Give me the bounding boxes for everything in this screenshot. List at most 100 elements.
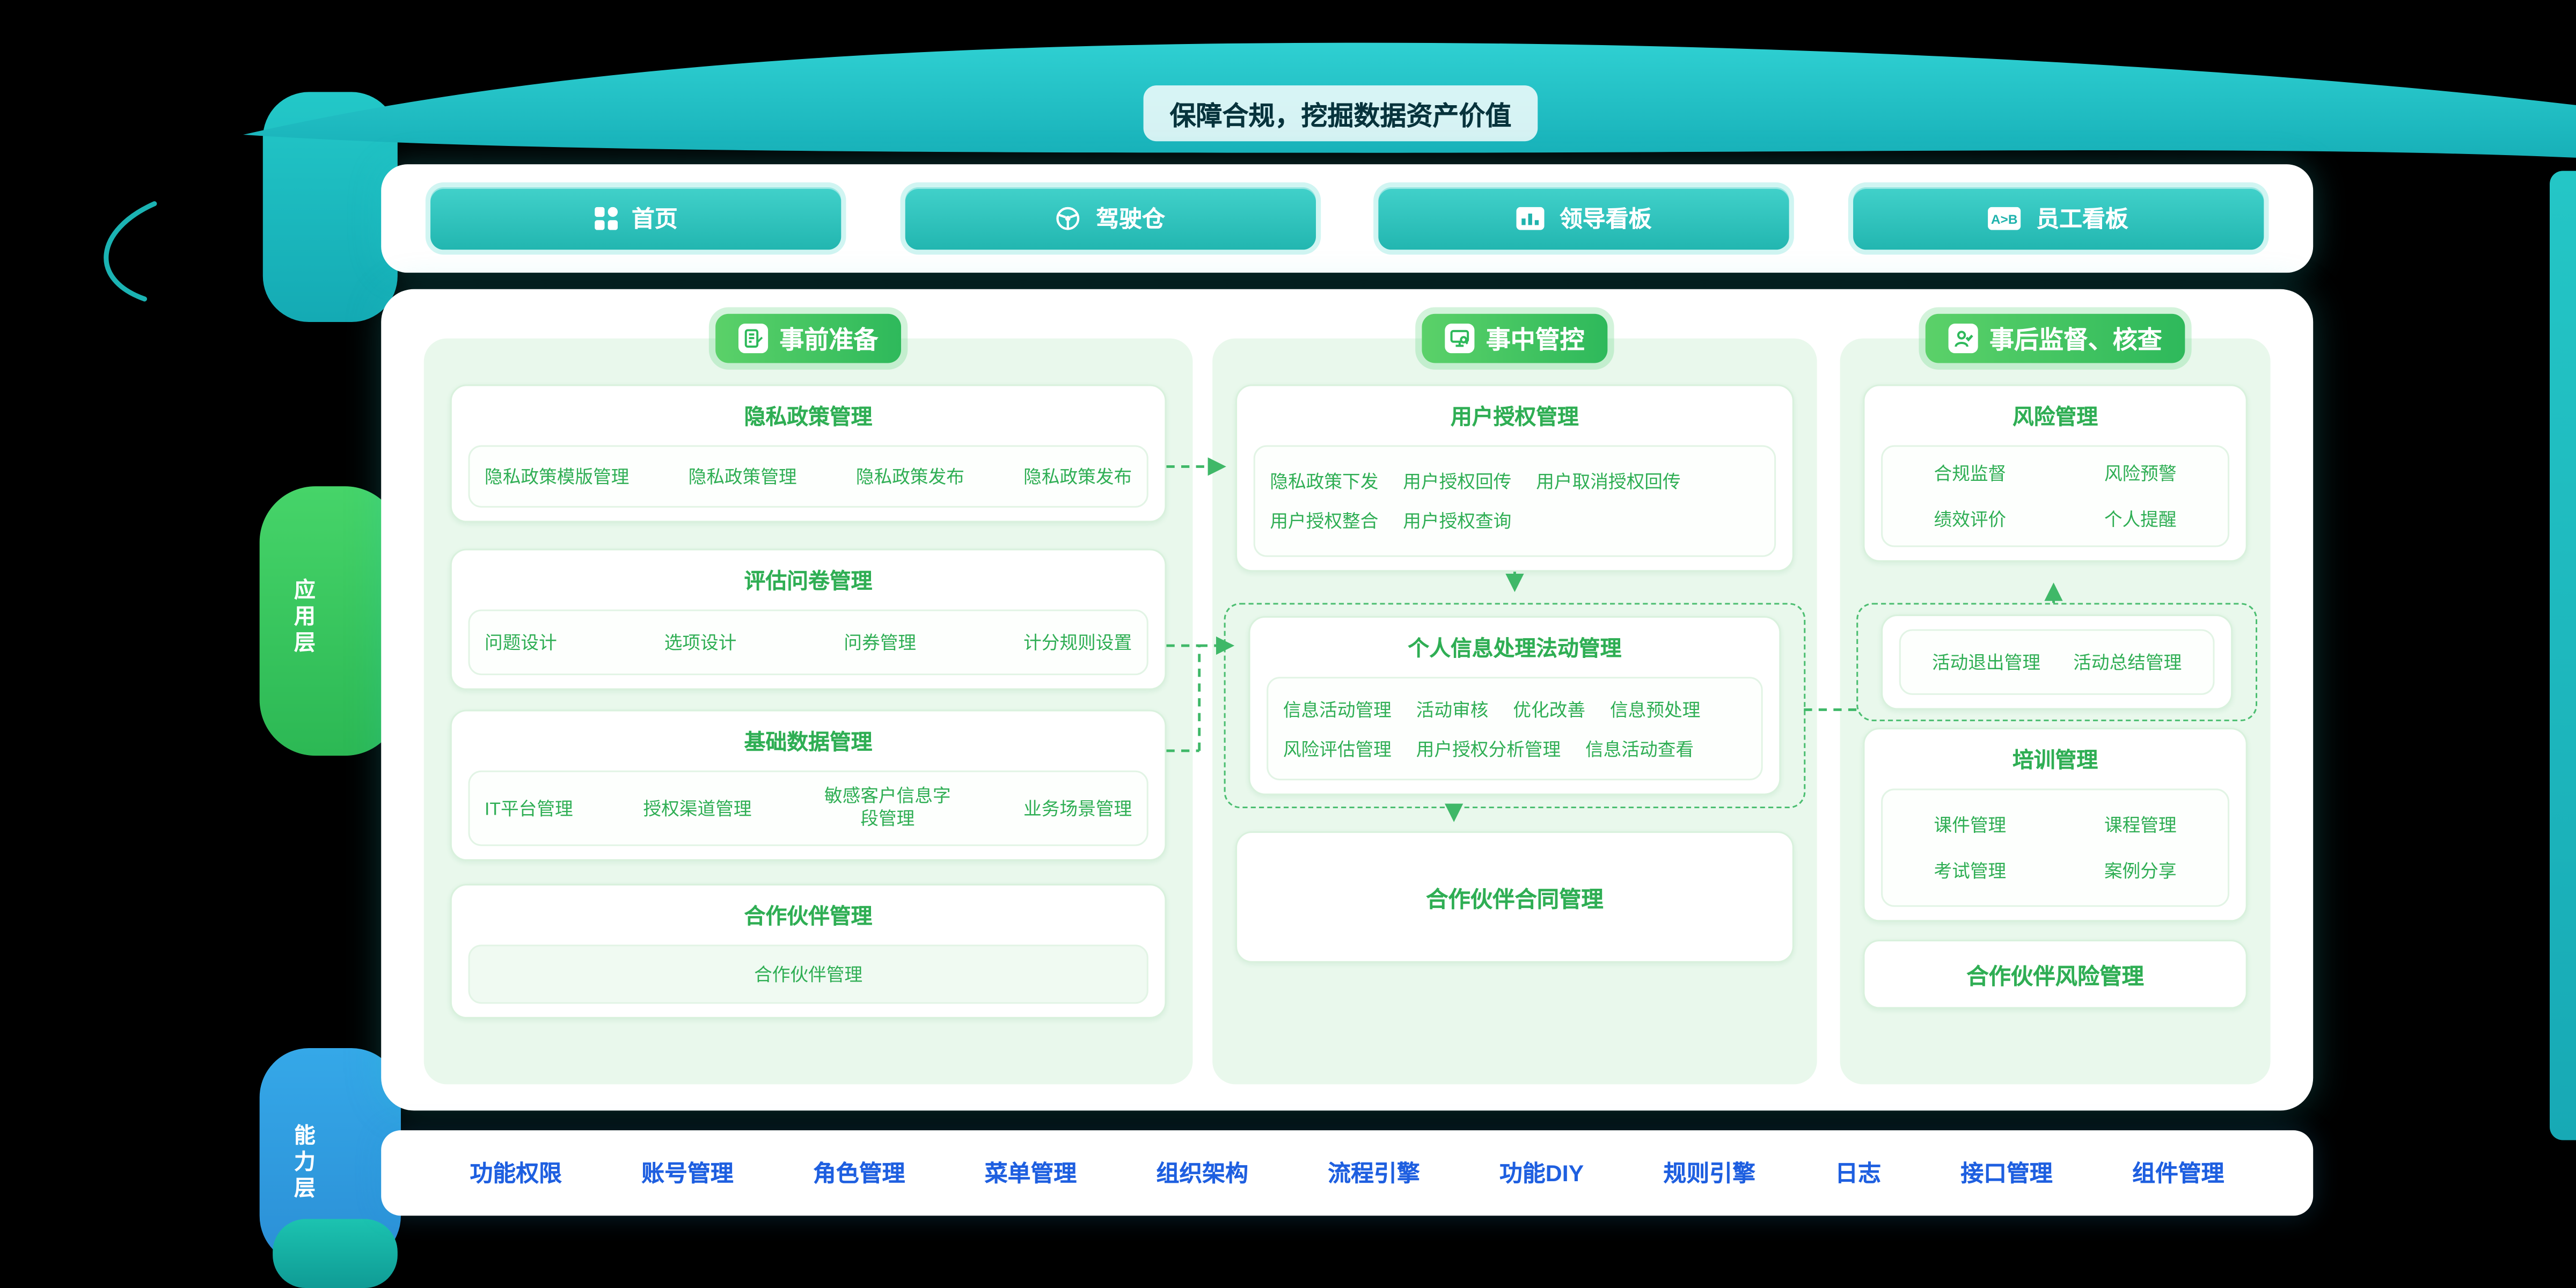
feature-item: 信息活动查看 bbox=[1585, 740, 1694, 760]
feature-item: 选项设计 bbox=[664, 634, 737, 654]
nav-button-label: 员工看板 bbox=[2036, 205, 2128, 232]
card-title: 隐私政策管理 bbox=[744, 404, 873, 429]
card-title: 合作伙伴风险管理 bbox=[1966, 964, 2144, 989]
nav-button-label: 驾驶仓 bbox=[1096, 205, 1165, 232]
nav-button-label: 首页 bbox=[632, 205, 678, 232]
feature-item: 计分规则设置 bbox=[1023, 634, 1132, 654]
feature-item: 个人提醒 bbox=[2104, 511, 2177, 531]
banner-title-text: 保障合规，挖掘数据资产价值 bbox=[1169, 103, 1512, 131]
column-header-label: 事中管控 bbox=[1485, 326, 1585, 354]
card-title: 基础数据管理 bbox=[744, 729, 873, 755]
nav-button-home: 首页 bbox=[430, 187, 841, 250]
application-layer-label: 应用层 bbox=[290, 578, 316, 657]
clipboard-pencil-icon bbox=[738, 324, 769, 354]
dashed-group-personal-info: 个人信息处理法动管理 信息活动管理 活动审核 优化改善 信息预处理 风险评估管理… bbox=[1224, 603, 1806, 809]
nav-button-leader-dashboard: 领导看板 bbox=[1379, 187, 1790, 250]
bar-chart-icon bbox=[1517, 207, 1545, 230]
feature-item: 活动审核 bbox=[1416, 700, 1489, 721]
card-title: 风险管理 bbox=[2012, 404, 2098, 429]
grid-icon bbox=[594, 207, 617, 230]
feature-item: 合作伙伴管理 bbox=[754, 965, 863, 986]
feature-item: 问券管理 bbox=[844, 634, 917, 654]
column-header-label: 事后监督、核查 bbox=[1989, 326, 2162, 354]
app-layer-blob bbox=[259, 486, 401, 756]
card-personal-info-activity-mgmt: 个人信息处理法动管理 信息活动管理 活动审核 优化改善 信息预处理 风险评估管理… bbox=[1248, 616, 1781, 795]
card-title: 个人信息处理法动管理 bbox=[1408, 635, 1622, 661]
feature-item: 信息预处理 bbox=[1609, 700, 1701, 721]
feature-item: 用户授权整合 bbox=[1270, 513, 1379, 532]
feature-item: 信息活动管理 bbox=[1283, 700, 1392, 721]
feature-item: 问题设计 bbox=[485, 634, 557, 654]
monitor-audit-icon bbox=[1445, 324, 1475, 354]
feature-item: 用户授权分析管理 bbox=[1416, 740, 1561, 760]
feature-item: 隐私政策发布 bbox=[1023, 468, 1132, 488]
top-nav-bar: 首页 驾驶仓 领导看板 A>B 员工看板 bbox=[381, 164, 2314, 273]
capability-item-logs: 日志 bbox=[1835, 1160, 1882, 1187]
feature-item: 案例分享 bbox=[2104, 862, 2177, 882]
feature-item: 风险预警 bbox=[2104, 465, 2177, 485]
svg-text:A>B: A>B bbox=[1992, 213, 2018, 227]
card-activity-exit-summary: 活动退出管理 活动总结管理 bbox=[1881, 614, 2233, 710]
feature-item: 用户授权回传 bbox=[1403, 473, 1512, 493]
feature-item: 活动退出管理 bbox=[1931, 654, 2041, 674]
item-box: 信息活动管理 活动审核 优化改善 信息预处理 风险评估管理 用户授权分析管理 信… bbox=[1267, 677, 1763, 781]
feature-item: 优化改善 bbox=[1513, 700, 1586, 721]
column-header-pre-preparation: 事前准备 bbox=[715, 313, 902, 363]
capability-item-rules: 规则引擎 bbox=[1663, 1160, 1755, 1187]
feature-item: 隐私政策管理 bbox=[688, 468, 797, 488]
card-questionnaire-mgmt: 评估问卷管理 问题设计 选项设计 问券管理 计分规则设置 bbox=[450, 548, 1167, 690]
item-box: 隐私政策模版管理 隐私政策管理 隐私政策发布 隐私政策发布 bbox=[468, 445, 1148, 508]
steering-wheel-icon bbox=[1055, 206, 1081, 232]
feature-item: IT平台管理 bbox=[485, 800, 573, 820]
column-pre-preparation: 事前准备 隐私政策管理 隐私政策模版管理 隐私政策管理 隐私政策发布 隐私政策发… bbox=[423, 313, 1193, 1085]
nav-button-cockpit: 驾驶仓 bbox=[904, 187, 1315, 250]
feature-item: 隐私政策下发 bbox=[1270, 473, 1379, 493]
item-box: IT平台管理 授权渠道管理 敏感客户信息字段管理 业务场景管理 bbox=[468, 770, 1148, 846]
capability-item-api: 接口管理 bbox=[1960, 1160, 2053, 1187]
capability-item-components: 组件管理 bbox=[2132, 1160, 2224, 1187]
user-check-icon bbox=[1948, 324, 1978, 354]
nav-button-employee-dashboard: A>B 员工看板 bbox=[1853, 187, 2264, 250]
feature-item: 绩效评价 bbox=[1934, 511, 2007, 531]
card-privacy-policy-mgmt: 隐私政策管理 隐私政策模版管理 隐私政策管理 隐私政策发布 隐私政策发布 bbox=[450, 384, 1167, 523]
banner-title: 保障合规，挖掘数据资产价值 bbox=[1143, 85, 1538, 142]
item-box: 合规监督 风险预警 绩效评价 个人提醒 bbox=[1881, 445, 2230, 547]
feature-item: 风险评估管理 bbox=[1283, 740, 1392, 760]
card-title: 评估问卷管理 bbox=[744, 568, 873, 594]
column-header-label: 事前准备 bbox=[779, 326, 879, 354]
card-title: 合作伙伴管理 bbox=[744, 903, 873, 928]
column-header-post-supervision: 事后监督、核查 bbox=[1925, 313, 2185, 363]
card-partner-risk-mgmt: 合作伙伴风险管理 bbox=[1863, 940, 2248, 1009]
nav-button-label: 领导看板 bbox=[1560, 205, 1652, 232]
capability-item-diy: 功能DIY bbox=[1499, 1160, 1584, 1187]
item-box: 活动退出管理 活动总结管理 bbox=[1899, 629, 2215, 695]
feature-item: 用户取消授权回传 bbox=[1536, 473, 1681, 493]
feature-item: 课程管理 bbox=[2104, 816, 2177, 837]
feature-item: 课件管理 bbox=[1934, 816, 2007, 837]
capability-item-workflow: 流程引擎 bbox=[1328, 1160, 1420, 1187]
feature-item: 活动总结管理 bbox=[2073, 654, 2182, 674]
column-post-supervision: 事后监督、核查 风险管理 合规监督 风险预警 绩效评价 个人提醒 活动退出管理 … bbox=[1840, 313, 2271, 1085]
item-box: 课件管理 课程管理 考试管理 案例分享 bbox=[1881, 788, 2230, 907]
card-partner-contract-mgmt: 合作伙伴合同管理 bbox=[1235, 831, 1794, 963]
card-training-mgmt: 培训管理 课件管理 课程管理 考试管理 案例分享 bbox=[1863, 728, 2248, 922]
card-base-data-mgmt: 基础数据管理 IT平台管理 授权渠道管理 敏感客户信息字段管理 业务场景管理 bbox=[450, 709, 1167, 861]
card-title: 合作伙伴合同管理 bbox=[1426, 887, 1604, 912]
feature-item: 隐私政策模版管理 bbox=[485, 468, 630, 488]
card-partner-mgmt: 合作伙伴管理 合作伙伴管理 bbox=[450, 883, 1167, 1019]
capability-item-menus: 菜单管理 bbox=[984, 1160, 1077, 1187]
main-panel: 事前准备 隐私政策管理 隐私政策模版管理 隐私政策管理 隐私政策发布 隐私政策发… bbox=[381, 289, 2314, 1111]
feature-item: 授权渠道管理 bbox=[643, 800, 752, 820]
card-title: 培训管理 bbox=[2012, 747, 2098, 772]
decor-blob-bottom bbox=[273, 1219, 398, 1288]
item-box: 合作伙伴管理 bbox=[468, 945, 1148, 1004]
item-box: 隐私政策下发 用户授权回传 用户取消授权回传 用户授权整合 用户授权查询 bbox=[1253, 445, 1776, 557]
feature-item: 合规监督 bbox=[1934, 465, 2007, 485]
capability-item-permissions: 功能权限 bbox=[470, 1160, 562, 1187]
dashed-group-activity-exit: 活动退出管理 活动总结管理 bbox=[1856, 603, 2258, 721]
capability-item-org: 组织架构 bbox=[1156, 1160, 1248, 1187]
column-in-process-control: 事中管控 用户授权管理 隐私政策下发 用户授权回传 用户取消授权回传 用户授权整… bbox=[1212, 313, 1817, 1085]
feature-item: 敏感客户信息字段管理 bbox=[824, 786, 951, 830]
capability-item-roles: 角色管理 bbox=[813, 1160, 905, 1187]
feature-item: 业务场景管理 bbox=[1023, 800, 1132, 820]
